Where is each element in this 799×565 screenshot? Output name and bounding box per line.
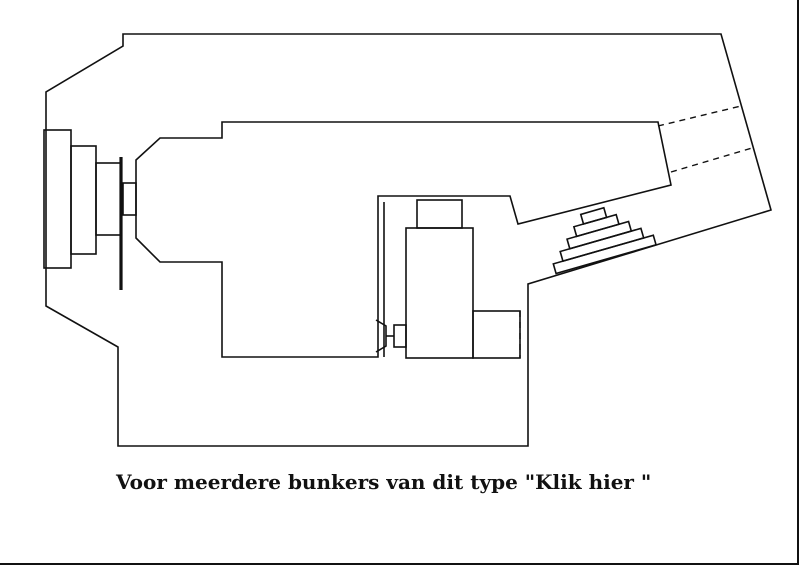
frame-right-border [797,0,799,565]
entrance-door-block [122,182,137,216]
stepped-stair [552,206,658,275]
frame-bottom-border [0,563,799,565]
stair-step-1 [552,234,658,275]
outer-wall-outline [45,33,772,447]
fitting-body [393,324,407,348]
front-step-middle [70,145,97,255]
front-step-inner [95,162,122,236]
embrasure-line-upper [657,105,742,127]
stair-step-4 [572,213,620,238]
embrasure-line-lower [670,147,753,173]
front-step-outer [43,129,72,269]
inner-chamber-outline [135,121,672,358]
central-room-block [405,227,474,359]
annex-room [472,310,521,359]
more-bunkers-link[interactable]: Voor meerdere bunkers van dit type "Klik… [116,470,652,494]
stair-step-2 [559,227,645,263]
central-room-top [416,199,463,229]
stair-step-5 [579,206,608,225]
